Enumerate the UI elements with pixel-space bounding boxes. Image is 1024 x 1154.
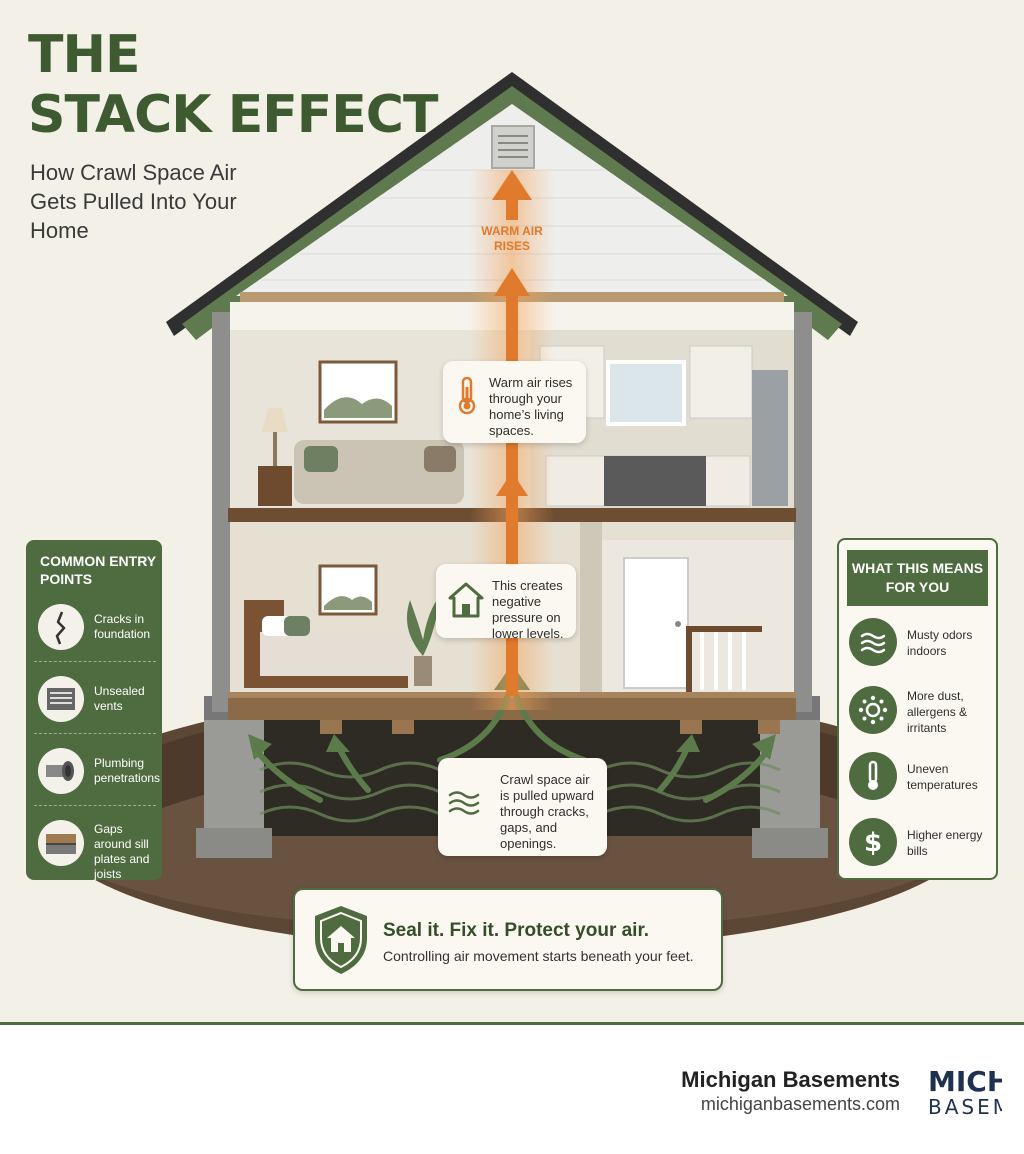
meaning-item: Musty odors indoors <box>847 616 997 670</box>
odor-waves-icon <box>860 632 886 654</box>
pipe-icon <box>46 761 74 781</box>
footer: Michigan Basements michiganbasements.com… <box>0 1025 1024 1154</box>
allergen-icon <box>858 695 888 725</box>
callout-warm-air-text: Warm air rises through your home’s livin… <box>489 375 573 438</box>
entry-item-label: Unsealed vents <box>94 684 145 713</box>
entry-item: Gaps around sill plates and joists <box>34 814 156 881</box>
infographic-canvas: THE STACK EFFECT How Crawl Space Air Get… <box>26 25 998 991</box>
main-title-line2: STACK EFFECT <box>28 85 438 145</box>
brand-logo: MICH BASEM <box>928 1067 1002 1117</box>
warm-air-label: WARM AIR RISES <box>481 224 543 253</box>
meaning-item-label: Musty odors indoors <box>907 628 973 658</box>
foundation-crack-icon <box>55 611 66 645</box>
subtitle: How Crawl Space Air Gets Pulled Into You… <box>30 160 237 243</box>
vent-icon <box>47 688 75 710</box>
callout-crawl-space-air: Crawl space air is pulled upward through… <box>438 758 607 856</box>
house-illustration <box>42 72 982 950</box>
dollar-icon: $ <box>864 828 882 858</box>
meaning-item-label: Uneven temperatures <box>907 762 978 792</box>
callout-negative-pressure: This creates negative pressure on lower … <box>436 564 576 641</box>
sill-plate-icon <box>46 834 76 854</box>
callout-negative-pressure-text: This creates negative pressure on lower … <box>492 578 564 641</box>
entry-item: Cracks in foundation <box>34 598 156 662</box>
entry-item-label: Plumbing penetrations <box>94 756 161 785</box>
logo-line2: BASEM <box>928 1095 1002 1117</box>
house-icon <box>448 582 484 618</box>
banner-title: Seal it. Fix it. Protect your air. <box>383 920 650 941</box>
entry-item: Unsealed vents <box>34 670 156 734</box>
callout-warm-air: Warm air rises through your home’s livin… <box>443 361 586 443</box>
meaning-heading: WHAT THIS MEANS FOR YOU <box>847 550 988 606</box>
main-title-line1: THE <box>28 25 141 85</box>
thermometer-icon <box>868 760 878 790</box>
svg-text:$: $ <box>864 828 882 858</box>
meaning-item-label: Higher energy bills <box>907 828 983 858</box>
entry-item-label: Cracks in foundation <box>94 612 151 641</box>
entry-points-panel: COMMON ENTRY POINTS Cracks in foundation… <box>26 540 162 881</box>
footer-divider <box>0 1022 1024 1025</box>
meaning-panel: WHAT THIS MEANS FOR YOU Musty odors indo… <box>837 538 998 880</box>
call-to-action-banner: Seal it. Fix it. Protect your air. Contr… <box>293 888 723 991</box>
callout-crawl-space-air-text: Crawl space air is pulled upward through… <box>500 772 594 851</box>
entry-points-heading: COMMON ENTRY POINTS <box>40 553 156 587</box>
brand-block: Michigan Basements michiganbasements.com <box>681 1067 900 1115</box>
brand-url[interactable]: michiganbasements.com <box>700 1094 900 1114</box>
air-flow-icon <box>448 791 480 815</box>
meaning-item: $ Higher energy bills <box>847 816 997 870</box>
meaning-item: Uneven temperatures <box>847 750 997 804</box>
main-title: THE STACK EFFECT <box>28 25 438 146</box>
shield-house-icon <box>315 906 367 974</box>
logo-line1: MICH <box>928 1067 1002 1098</box>
brand-name: Michigan Basements <box>681 1067 900 1092</box>
entry-item: Plumbing penetrations <box>34 742 160 806</box>
meaning-item-label: More dust, allergens & irritants <box>907 689 968 735</box>
thermometer-icon <box>458 376 476 415</box>
banner-subtitle: Controlling air movement starts beneath … <box>383 948 694 964</box>
entry-item-label: Gaps around sill plates and joists <box>94 822 150 881</box>
attic-vent <box>491 125 535 169</box>
meaning-item: More dust, allergens & irritants <box>847 684 997 738</box>
